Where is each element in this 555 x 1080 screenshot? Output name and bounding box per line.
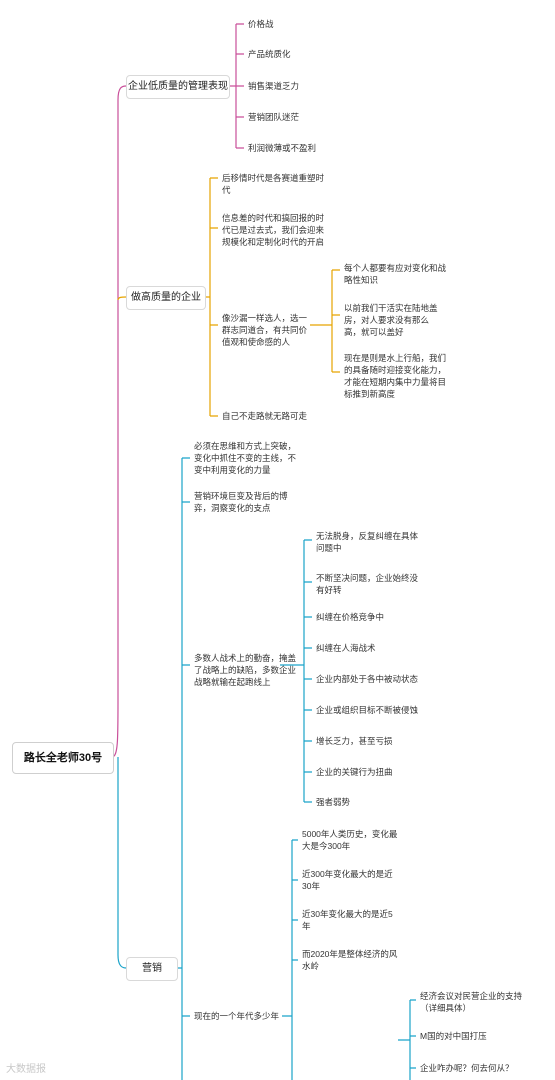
root-node[interactable]: 路长全老师30号 [12,742,114,774]
leaf-item: 近30年变化最大的是近5年 [302,909,393,931]
leaf-item: 增长乏力，甚至亏损 [316,736,393,746]
leaf-item: 销售渠道乏力 [248,81,300,91]
leaf-item: 企业的关键行为扭曲 [316,767,393,777]
leaf-item: 企业或组织目标不断被侵蚀 [316,705,419,715]
branch-high-quality-enterprise[interactable]: 做高质量的企业 [126,286,206,310]
leaf-item: 营销团队迷茫 [248,112,300,122]
leaf-item: 自己不走路就无路可走 [222,411,308,421]
leaf-item: 5000年人类历史，变化最大是今300年 [302,829,398,851]
leaf-item: 企业内部处于各中被动状态 [316,674,419,684]
leaf-item: 而2020年是整体经济的风水岭 [302,949,398,971]
leaf-item: 无法脱身，反复纠缠在具体问题中 [316,531,419,553]
leaf-item: 多数人战术上的勤奋，掩盖了战略上的缺陷，多数企业战略就输在起跑线上 [194,653,297,687]
leaf-item: 营销环境巨变及背后的博弈，洞察变化的支点 [194,491,288,513]
leaf-item: 强者弱势 [316,797,351,807]
branch-low-quality-management[interactable]: 企业低质量的管理表现 [126,75,230,99]
leaf-item: 经济会议对民营企业的支持（详细具体） [420,991,523,1013]
leaf-item: 信息差的时代和搞回报的时代已是过去式，我们会迎来规模化和定制化时代的开启 [222,213,325,247]
watermark: 大数据报 [6,1064,46,1075]
leaf-item: 企业咋办呢？何去何从？ [420,1063,514,1073]
leaf-item: 价格战 [248,19,274,29]
leaf-item: 每个人都要有应对变化和战略性知识 [344,263,447,285]
leaf-item: 以前我们干活实在陆地盖房，对人要求没有那么高，就可以盖好 [344,303,438,337]
leaf-item: 利润微薄或不盈利 [248,143,317,153]
leaf-item: 像沙漏一样选人，选一群志同道合，有共同价值观和使命感的人 [222,313,308,347]
leaf-item: 现在是则是水上行船，我们的具备随时迎接变化能力，才能在短期内集中力量将目标推到新… [344,353,447,399]
leaf-item: 不断坚决问题，企业始终没有好转 [316,573,419,595]
branch-marketing[interactable]: 营销 [126,957,178,981]
leaf-item: M国的对中国打压 [420,1031,487,1041]
leaf-item: 后移情时代是各赛道重塑时代 [222,173,325,195]
leaf-item: 必须在思维和方式上突破，变化中抓住不变的主线，不变中利用变化的力量 [194,441,297,475]
leaf-item: 现在的一个年代多少年 [194,1011,280,1021]
leaf-item: 纠缠在价格竞争中 [316,612,385,622]
leaf-item: 产品统质化 [248,49,291,59]
leaf-item: 近300年变化最大的是近30年 [302,869,393,891]
leaf-item: 纠缠在人海战术 [316,643,376,653]
